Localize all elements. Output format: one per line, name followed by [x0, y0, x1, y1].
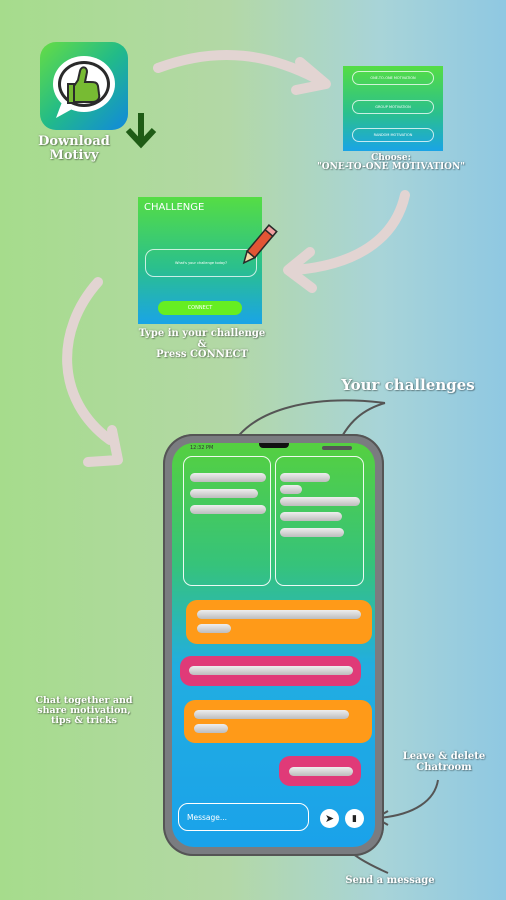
challenge-card-2[interactable]	[275, 456, 364, 586]
message-3-line-1	[194, 710, 349, 719]
challenge-screen: CHALLENGE What's your challenge today? C…	[138, 197, 262, 324]
card1-bar-3	[190, 505, 266, 514]
card2-bar-4	[280, 512, 342, 521]
step1-label: Download Motivy	[24, 135, 124, 162]
option-group[interactable]: GROUP MOTIVATION	[352, 100, 434, 114]
flow-arrow-3	[62, 277, 115, 445]
phone-screen: 12:32 PM Message... ➤ ▮	[172, 443, 375, 847]
callout-leave	[377, 779, 439, 819]
message-bubble-4	[279, 756, 361, 786]
card2-bar-5	[280, 528, 344, 537]
send-message-label: Send a message	[345, 875, 435, 886]
flow-arrow-2	[290, 190, 410, 275]
challenge-card-1[interactable]	[183, 456, 271, 586]
message-4-line-1	[289, 767, 353, 776]
phone-notch	[259, 443, 289, 448]
step2-line1: Choose:	[371, 153, 411, 163]
message-2-line-1	[189, 666, 353, 675]
connect-button[interactable]: CONNECT	[158, 301, 242, 315]
card2-bar-2	[280, 485, 302, 494]
pencil-icon	[242, 224, 278, 265]
leave-chatroom-label: Leave & delete Chatroom	[385, 751, 503, 773]
send-icon[interactable]: ➤	[320, 809, 339, 828]
leave-line1: Leave & delete	[402, 751, 486, 762]
status-icons	[322, 446, 352, 450]
step3-line3: Press CONNECT	[156, 349, 248, 360]
chat-line1: Chat together and	[35, 695, 133, 706]
message-1-line-1	[197, 610, 361, 619]
card2-bar-3	[280, 497, 360, 506]
status-time: 12:32 PM	[190, 445, 214, 451]
message-bubble-2	[180, 656, 361, 686]
flow-arrow-3-head	[83, 425, 123, 467]
message-input[interactable]: Message...	[178, 803, 309, 831]
option-one-to-one[interactable]: ONE-TO-ONE MOTIVATION	[352, 71, 434, 85]
flow-arrow-2-head	[283, 247, 317, 293]
challenge-screen-title: CHALLENGE	[144, 202, 205, 213]
flow-arrow-1	[153, 49, 320, 83]
trash-icon[interactable]: ▮	[345, 809, 364, 828]
step3-line1: Type in your challenge	[138, 328, 266, 339]
leave-line2: Chatroom	[416, 761, 472, 773]
chat-together-label: Chat together and share motivation, tips…	[14, 696, 154, 726]
message-1-line-2	[197, 624, 231, 633]
step2-label: Choose: "ONE-TO-ONE MOTIVATION"	[278, 153, 504, 173]
message-bubble-3	[184, 700, 372, 743]
thumbs-up-chat-icon	[53, 56, 115, 118]
card1-bar-2	[190, 489, 258, 498]
your-challenges-label: Your challenges	[341, 376, 475, 394]
flow-arrow-1-head	[291, 57, 331, 95]
motivy-app-icon	[40, 42, 128, 130]
card1-bar-1	[190, 473, 266, 482]
chat-line2: share motivation,	[37, 704, 131, 716]
step1-line1: Download	[38, 134, 110, 149]
option-random[interactable]: RANDOM MOTIVATION	[352, 128, 434, 142]
step1-line2: Motivy	[49, 147, 99, 163]
chat-line3: tips & tricks	[51, 714, 117, 726]
step3-line2: &	[197, 338, 207, 350]
step2-line2: "ONE-TO-ONE MOTIVATION"	[317, 162, 465, 173]
message-3-line-2	[194, 724, 228, 733]
step3-label: Type in your challenge & Press CONNECT	[112, 328, 292, 361]
message-bubble-1	[186, 600, 372, 644]
choose-screen: ONE-TO-ONE MOTIVATION GROUP MOTIVATION R…	[343, 66, 443, 151]
challenge-input[interactable]: What's your challenge today?	[145, 249, 257, 277]
download-arrow-icon	[125, 113, 157, 149]
card2-bar-1	[280, 473, 330, 482]
